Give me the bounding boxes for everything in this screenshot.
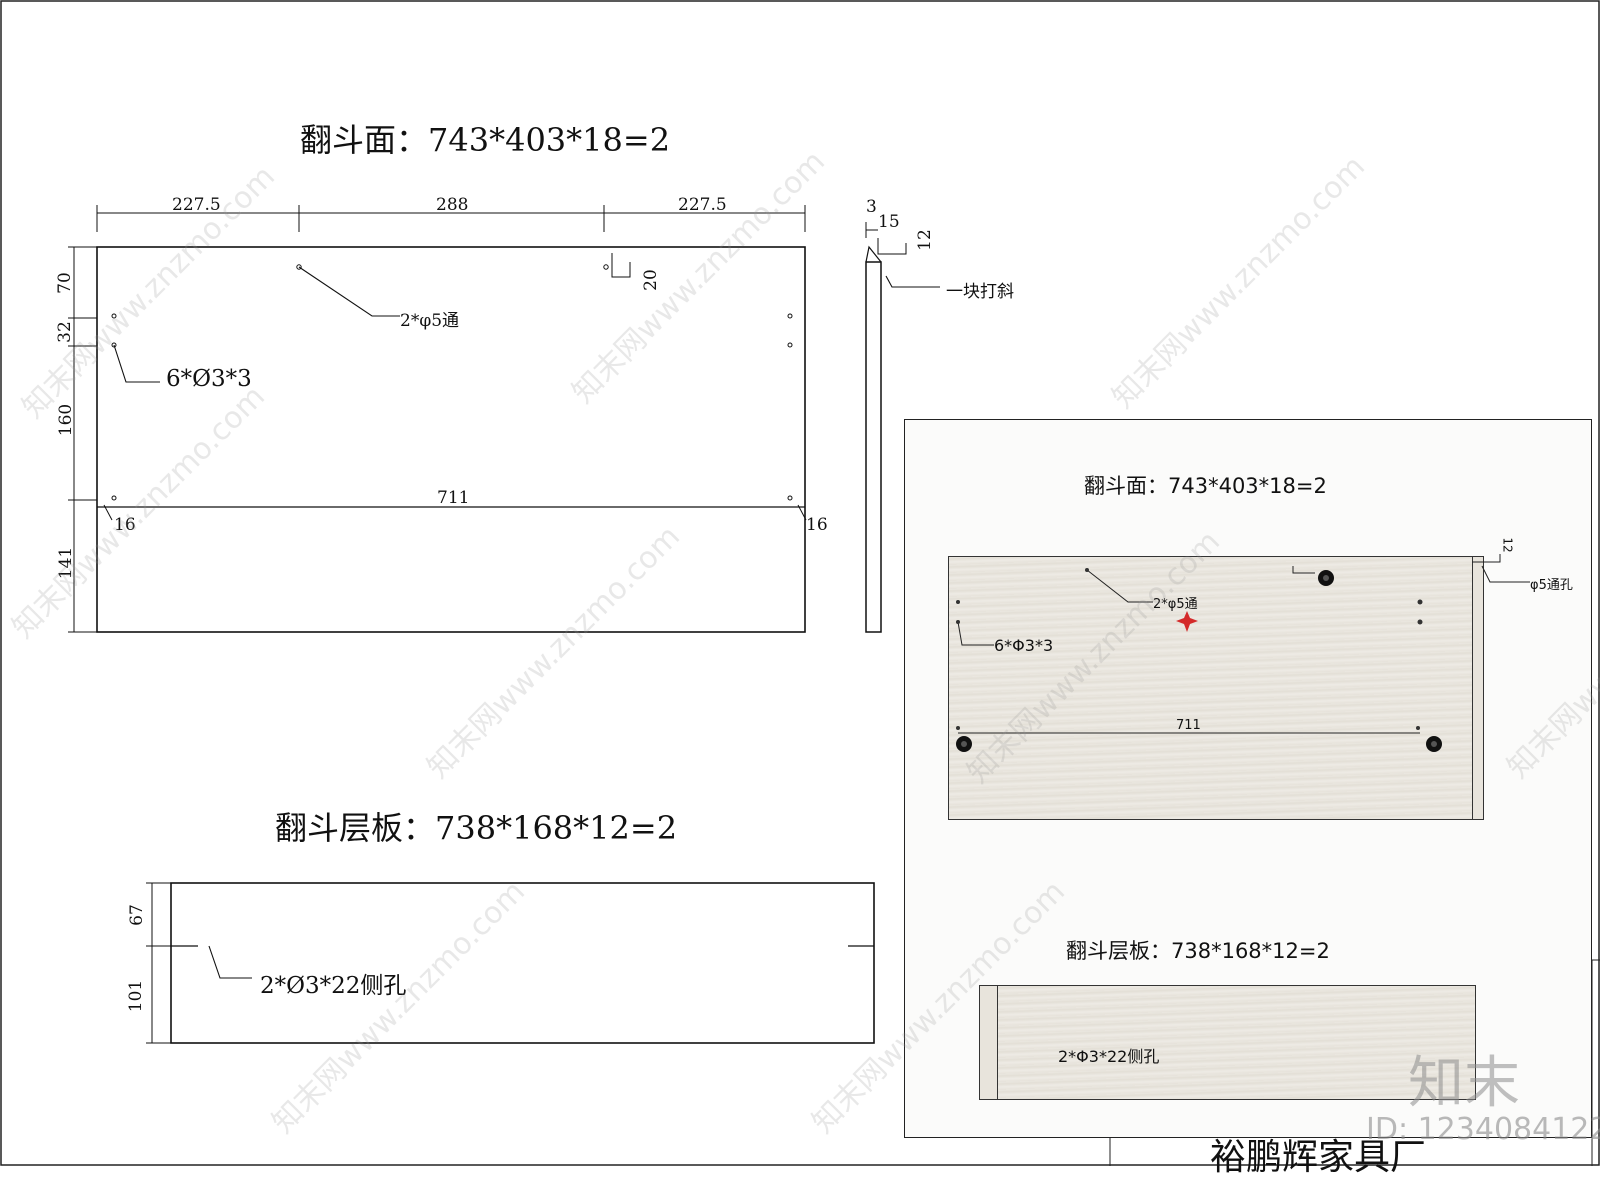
blind-hole xyxy=(111,342,117,348)
center-marker xyxy=(1176,611,1198,632)
blind-hole xyxy=(111,495,117,501)
blind-hole xyxy=(787,342,793,348)
photo-note-blind: 6*Φ3*3 xyxy=(994,636,1054,655)
bottom-panel-outline xyxy=(170,882,875,1044)
dim-top-right: 227.5 xyxy=(678,195,727,215)
dim-inner-711: 711 xyxy=(437,488,470,508)
dim-corner-right: 16 xyxy=(806,515,828,535)
note-side-holes: 2*Ø3*22侧孔 xyxy=(260,973,407,999)
blind-hole xyxy=(787,313,793,319)
dim-corner-left: 16 xyxy=(114,515,136,535)
note-through-holes: 2*φ5通 xyxy=(400,311,460,331)
dim-top-middle: 288 xyxy=(436,195,469,215)
photo-note-side-hole: φ5通孔 xyxy=(1530,578,1573,593)
side-dim-3: 3 xyxy=(866,197,877,217)
note-bevel: 一块打斜 xyxy=(946,282,1014,302)
photo-bottom-title: 翻斗层板：738*168*12=2 xyxy=(1066,939,1330,963)
blind-hole xyxy=(111,313,117,319)
side-dim-15: 15 xyxy=(878,212,900,232)
wood-board-bottom-edge xyxy=(979,985,998,1100)
photo-note-side-holes: 2*Φ3*22侧孔 xyxy=(1058,1047,1160,1066)
through-hole xyxy=(603,264,609,270)
dim-top-left: 227.5 xyxy=(172,195,221,215)
photo-dim-12: 12 xyxy=(1500,537,1515,553)
wood-board-bottom xyxy=(996,985,1476,1100)
photo-dim-711: 711 xyxy=(1176,718,1201,733)
wood-board-top xyxy=(948,556,1474,820)
photo-top-title: 翻斗面：743*403*18=2 xyxy=(1084,474,1327,498)
top-panel-outline xyxy=(96,246,806,633)
side-view-outline xyxy=(865,261,882,633)
wood-board-edge xyxy=(1472,556,1484,820)
id-text: ID: 1234084122 xyxy=(1366,1112,1600,1147)
note-blind-holes: 6*Ø3*3 xyxy=(166,366,252,392)
top-panel-title: 翻斗面：743*403*18=2 xyxy=(300,121,671,159)
blind-hole xyxy=(787,495,793,501)
through-hole xyxy=(296,264,302,270)
photo-note-through: 2*φ5通 xyxy=(1153,597,1198,612)
bottom-panel-title: 翻斗层板：738*168*12=2 xyxy=(275,809,678,847)
logo-text: 知末 xyxy=(1408,1051,1520,1116)
